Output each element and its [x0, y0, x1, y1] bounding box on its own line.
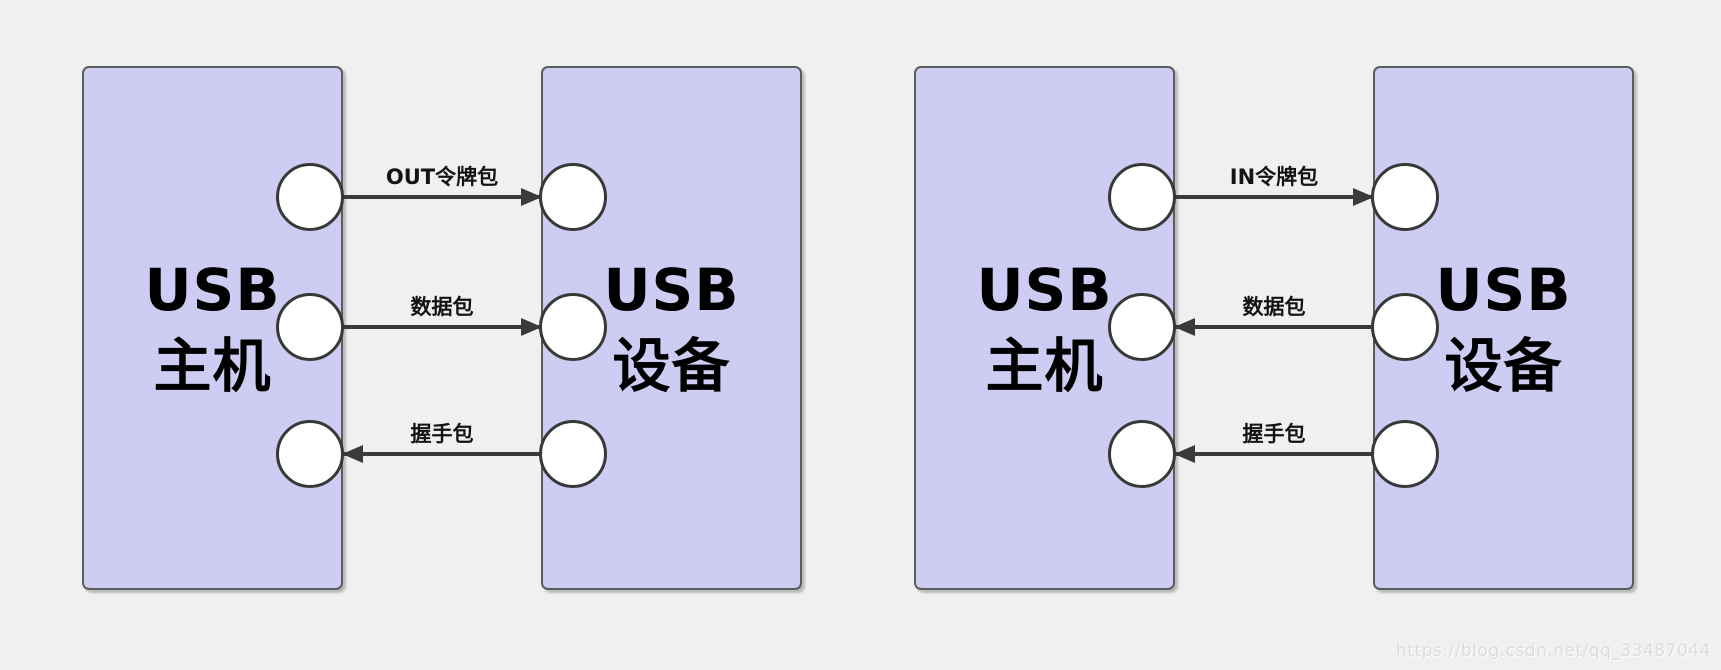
out-token-packet-arrow: OUT令牌包	[343, 164, 542, 206]
usb-device-title-line1: USB	[603, 256, 740, 324]
arrowhead-left-icon	[1174, 445, 1195, 463]
arrowhead-left-icon	[1174, 318, 1195, 336]
port-circle	[1108, 163, 1176, 231]
arrow-label: 数据包	[410, 295, 474, 319]
usb-host-title: USB 主机	[144, 252, 280, 404]
arrowhead-left-icon	[342, 445, 363, 463]
usb-device-title: USB 设备	[1435, 252, 1571, 404]
csdn-watermark: https://blog.csdn.net/qq_33487044	[1396, 641, 1711, 661]
data-packet-arrow: 数据包	[343, 294, 542, 336]
port-circle	[1108, 293, 1176, 361]
port-circle	[276, 163, 344, 231]
data-packet-arrow: 数据包	[1174, 294, 1373, 336]
arrowhead-right-icon	[521, 318, 542, 336]
arrow-label: 握手包	[1242, 422, 1306, 446]
port-circle	[276, 293, 344, 361]
arrow-label: 数据包	[1242, 295, 1306, 319]
arrow-line	[1175, 195, 1373, 199]
port-circle	[539, 293, 607, 361]
arrow-line	[343, 195, 541, 199]
port-circle	[1371, 420, 1439, 488]
port-circle	[1108, 420, 1176, 488]
usb-host-title: USB 主机	[976, 252, 1112, 404]
handshake-packet-arrow: 握手包	[342, 421, 541, 463]
arrowhead-right-icon	[1353, 188, 1374, 206]
port-circle	[1371, 293, 1439, 361]
usb-device-title-line2: 设备	[1444, 332, 1563, 400]
usb-device-title-line1: USB	[1435, 256, 1572, 324]
arrowhead-right-icon	[521, 188, 542, 206]
usb-host-title-line2: 主机	[153, 332, 272, 400]
usb-host-title-line1: USB	[976, 256, 1113, 324]
handshake-packet-arrow: 握手包	[1174, 421, 1373, 463]
arrow-label: IN令牌包	[1229, 165, 1319, 189]
arrow-line	[343, 325, 541, 329]
usb-device-title-line2: 设备	[612, 332, 731, 400]
port-circle	[539, 420, 607, 488]
arrow-label: OUT令牌包	[385, 165, 499, 189]
usb-device-title: USB 设备	[603, 252, 739, 404]
arrow-line	[1175, 325, 1373, 329]
usb-host-title-line1: USB	[144, 256, 281, 324]
usb-device-box: USB 设备	[541, 66, 802, 590]
port-circle	[1371, 163, 1439, 231]
port-circle	[276, 420, 344, 488]
port-circle	[539, 163, 607, 231]
arrow-line	[1175, 452, 1373, 456]
arrow-line	[343, 452, 541, 456]
arrow-label: 握手包	[410, 422, 474, 446]
usb-host-title-line2: 主机	[985, 332, 1104, 400]
in-token-packet-arrow: IN令牌包	[1175, 164, 1374, 206]
